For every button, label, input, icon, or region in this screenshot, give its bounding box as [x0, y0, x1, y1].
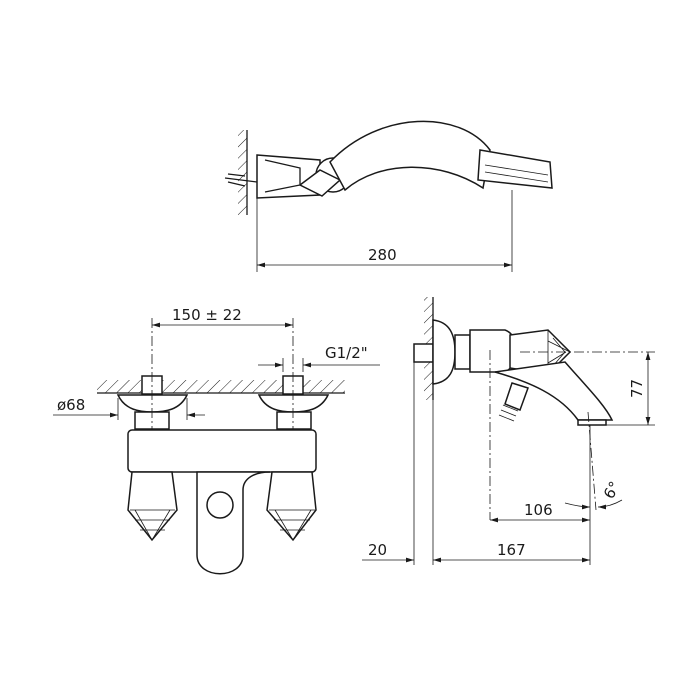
dim-angle: 6° [600, 478, 624, 502]
front-view [97, 318, 345, 575]
dim-280: 280 [368, 246, 397, 264]
dim-77: 77 [628, 379, 646, 398]
dim-inlet-spacing: 150 ± 22 [172, 306, 242, 324]
side-view [413, 297, 655, 520]
dim-flange: ø68 [57, 396, 85, 414]
dim-167: 167 [497, 541, 526, 559]
dim-106: 106 [524, 501, 553, 519]
dim-20: 20 [368, 541, 387, 559]
dim-thread: G1/2" [325, 344, 368, 362]
hand-shower-view [224, 120, 553, 215]
